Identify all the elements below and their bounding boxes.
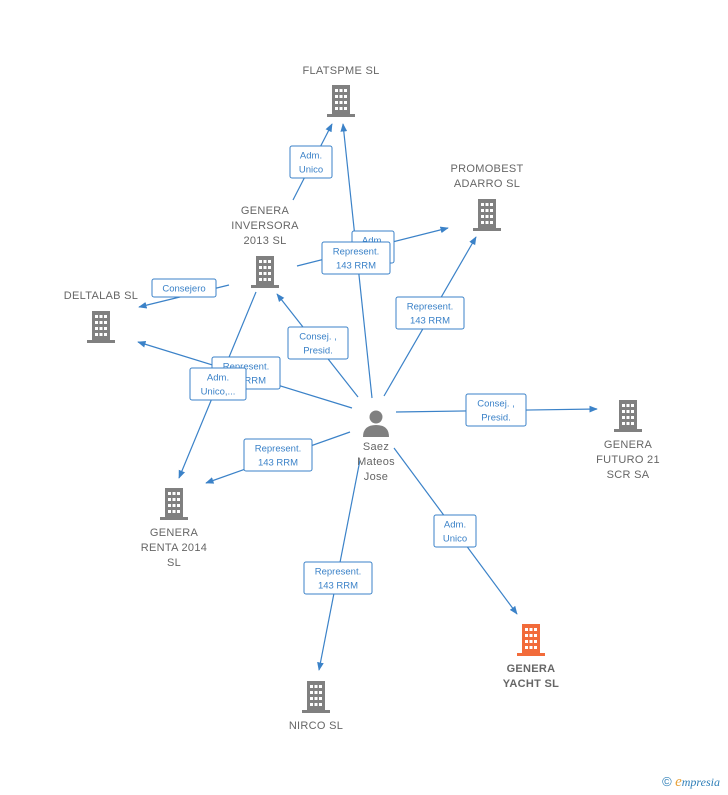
edge-label-person-yacht[interactable]: Adm. Unico [433, 514, 477, 548]
brand-name: mpresia [681, 775, 720, 789]
company-label: NIRCO SL [289, 720, 343, 732]
edge-label-box [395, 296, 465, 330]
edge-label-text: Represent. [407, 302, 453, 313]
edge-label-inversora-promobest[interactable]: Represent. 143 RRM [321, 241, 391, 275]
building-icon [302, 681, 330, 713]
building-icon [517, 624, 545, 656]
edge-label-text: 143 RRM [410, 316, 450, 327]
edge-label-inversora-flatspme[interactable]: Adm. Unico [289, 145, 333, 179]
person-label: Jose [364, 471, 388, 483]
edge-label-text: 143 RRM [258, 458, 298, 469]
edge-label-text: Consejero [162, 284, 205, 295]
edge-label-text: Represent. [255, 444, 301, 455]
company-node-promobest[interactable]: PROMOBEST ADARRO SL [451, 163, 524, 231]
edge-label-text: 143 RRM [336, 261, 376, 272]
edge-label-inversora-deltalab[interactable]: Consejero [151, 278, 217, 298]
edge-label-text: Adm. [300, 151, 322, 162]
edge-label-person-nirco[interactable]: Represent. 143 RRM [303, 561, 373, 595]
brand-watermark: © empresia [662, 774, 720, 791]
edge-label-box [465, 393, 527, 427]
building-icon [327, 85, 355, 117]
company-node-nirco[interactable]: NIRCO SL [289, 681, 343, 732]
company-label: SL [167, 557, 181, 569]
edge-label-box [189, 367, 247, 401]
edge-label-box [433, 514, 477, 548]
edge-label-text: 143 RRM [318, 581, 358, 592]
edge-label-text: Unico,... [201, 387, 236, 398]
edge-label-box [243, 438, 313, 472]
edge-label-box [321, 241, 391, 275]
person-label: Saez [363, 441, 389, 453]
company-label: GENERA [241, 205, 290, 217]
company-label: SCR SA [607, 469, 650, 481]
edge-label-box [289, 145, 333, 179]
edge-label-text: Represent. [315, 567, 361, 578]
person-icon [363, 410, 389, 437]
company-label: ADARRO SL [454, 178, 520, 190]
edge-label-text: Consej. , [299, 332, 337, 343]
edge-label-text: Unico [443, 534, 467, 545]
building-icon [614, 400, 642, 432]
edge-label-box [303, 561, 373, 595]
building-icon [251, 256, 279, 288]
edge-label-text: Presid. [481, 413, 511, 424]
edge-label-text: Consej. , [477, 399, 515, 410]
company-label: YACHT SL [503, 678, 559, 690]
company-node-deltalab[interactable]: DELTALAB SL [64, 290, 138, 343]
building-icon [87, 311, 115, 343]
company-label: RENTA 2014 [141, 542, 207, 554]
building-icon [473, 199, 501, 231]
edge-label-person-inversora[interactable]: Consej. , Presid. [287, 326, 349, 360]
company-node-flatspme[interactable]: FLATSPME SL [302, 65, 379, 117]
building-icon [160, 488, 188, 520]
edge-label-text: Adm. [444, 520, 466, 531]
company-label: GENERA [507, 663, 556, 675]
copyright-icon: © [662, 774, 672, 789]
company-label: FLATSPME SL [302, 65, 379, 77]
edge-label-inversora-renta[interactable]: Adm. Unico,... [189, 367, 247, 401]
person-label: Mateos [357, 456, 395, 468]
company-label: FUTURO 21 [596, 454, 660, 466]
company-label: PROMOBEST [451, 163, 524, 175]
edge-label-person-renta[interactable]: Represent. 143 RRM [243, 438, 313, 472]
edge-label-text: Adm. [207, 373, 229, 384]
company-label: DELTALAB SL [64, 290, 138, 302]
edge-label-text: Represent. [333, 247, 379, 258]
edge-label-text: Presid. [303, 346, 333, 357]
edge-label-text: Adm. [362, 236, 384, 247]
edge-label-person-promobest[interactable]: Represent. 143 RRM [395, 296, 465, 330]
company-node-genera-yacht[interactable]: GENERA YACHT SL [503, 624, 559, 690]
edge-label-box [151, 278, 217, 298]
company-label: 2013 SL [243, 235, 286, 247]
brand-e-letter: e [675, 774, 682, 790]
company-label: GENERA [150, 527, 199, 539]
company-label: INVERSORA [231, 220, 299, 232]
edge-label-text: Represent. [223, 362, 269, 373]
company-label: GENERA [604, 439, 653, 451]
edge-label-person-futuro[interactable]: Consej. , Presid. [465, 393, 527, 427]
company-node-genera-futuro[interactable]: GENERA FUTURO 21 SCR SA [596, 400, 660, 481]
edge-label-box [287, 326, 349, 360]
edge-label-text: Unico [299, 165, 323, 176]
company-node-genera-inversora[interactable]: GENERA INVERSORA 2013 SL [231, 205, 299, 288]
